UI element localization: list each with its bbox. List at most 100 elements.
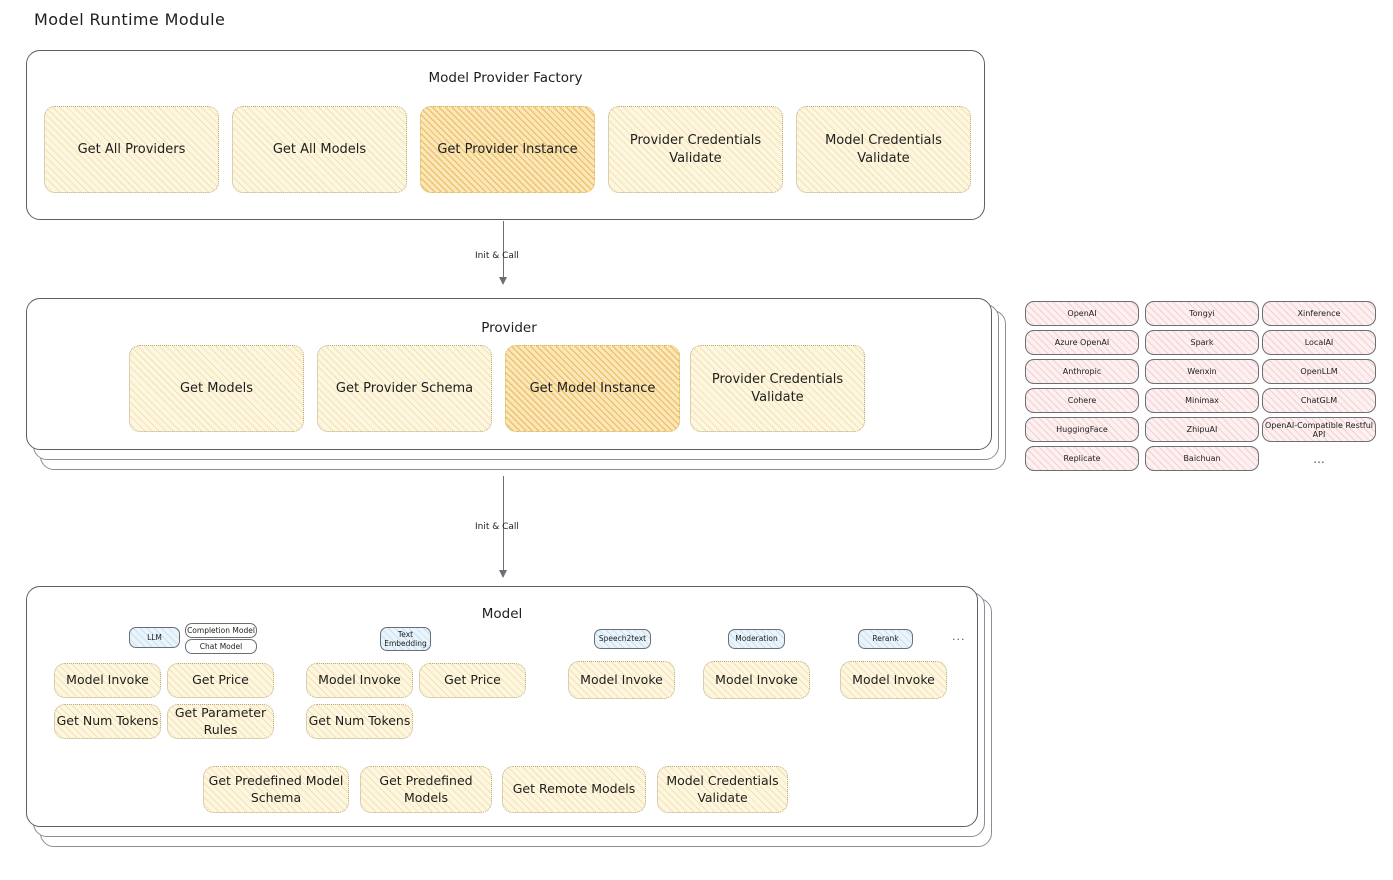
arrow-factory-to-provider-line	[503, 221, 505, 280]
tile-label: Get Provider Schema	[335, 380, 474, 396]
chip-label: Azure OpenAI	[1054, 338, 1110, 347]
model-type-badge-speech2text[interactable]: Speech2text	[594, 629, 651, 649]
provider-chip-xinference[interactable]: Xinference	[1262, 301, 1376, 326]
arrow-factory-to-provider-label: Init & Call	[475, 251, 519, 261]
tile-label: Get All Models	[272, 141, 367, 157]
text-embedding-op-get-price[interactable]: Get Price	[419, 663, 526, 698]
model-common-op-get-remote-models[interactable]: Get Remote Models	[502, 766, 646, 813]
badge-label: Speech2text	[598, 634, 647, 644]
tile-label: Get All Providers	[77, 141, 186, 157]
tile-label: Get Provider Instance	[437, 141, 578, 157]
provider-tile-get-provider-schema[interactable]: Get Provider Schema	[317, 345, 492, 432]
badge-label: Chat Model	[199, 641, 243, 651]
llm-op-get-price[interactable]: Get Price	[167, 663, 274, 698]
tile-label: Model Credentials Validate	[825, 133, 942, 166]
llm-op-get-num-tokens[interactable]: Get Num Tokens	[54, 704, 161, 739]
tile-label: Get Num Tokens	[308, 713, 411, 729]
text-embedding-op-get-num-tokens[interactable]: Get Num Tokens	[306, 704, 413, 739]
chip-label: ZhipuAI	[1186, 425, 1218, 434]
provider-chip-anthropic[interactable]: Anthropic	[1025, 359, 1139, 384]
arrow-provider-to-model-line	[503, 476, 505, 572]
tile-label: Provider Credentials Validate	[711, 372, 844, 405]
provider-tile-provider-credentials-validate[interactable]: Provider Credentials Validate	[690, 345, 865, 432]
model-type-badge-moderation[interactable]: Moderation	[728, 629, 785, 649]
provider-chip-openai-compatible-restful-api[interactable]: OpenAI-Compatible Restful API	[1262, 417, 1376, 442]
tile-label: Get Price	[444, 672, 501, 688]
chip-label: OpenLLM	[1300, 367, 1338, 376]
model-common-op-model-credentials-validate[interactable]: Model Credentials Validate	[657, 766, 788, 813]
chip-label: ChatGLM	[1300, 396, 1338, 405]
model-type-badge-llm[interactable]: LLM	[129, 627, 180, 648]
tile-label: Get Price	[192, 672, 249, 688]
provider-title: Provider	[481, 320, 537, 336]
tile-label: Get Remote Models	[512, 781, 636, 797]
model-types-ellipsis: ...	[952, 630, 966, 643]
chip-label: Tongyi	[1189, 309, 1215, 318]
provider-chip-localai[interactable]: LocalAI	[1262, 330, 1376, 355]
factory-tile-get-provider-instance[interactable]: Get Provider Instance	[420, 106, 595, 193]
provider-tile-get-models[interactable]: Get Models	[129, 345, 304, 432]
tile-label: Model Invoke	[852, 671, 935, 687]
provider-chip-azure-openai[interactable]: Azure OpenAI	[1025, 330, 1139, 355]
provider-chip-replicate[interactable]: Replicate	[1025, 446, 1139, 471]
chip-label: OpenAI	[1067, 309, 1097, 318]
provider-chip-zhipuai[interactable]: ZhipuAI	[1145, 417, 1259, 442]
rerank-op-model-invoke[interactable]: Model Invoke	[840, 661, 947, 699]
provider-chip-chatglm[interactable]: ChatGLM	[1262, 388, 1376, 413]
tile-label: Get Model Instance	[529, 380, 656, 396]
tile-label: Get Parameter Rules	[174, 705, 267, 737]
provider-chip-spark[interactable]: Spark	[1145, 330, 1259, 355]
chip-label: Baichuan	[1183, 454, 1221, 463]
badge-label: LLM	[147, 632, 162, 642]
provider-chip-openllm[interactable]: OpenLLM	[1262, 359, 1376, 384]
badge-label: Moderation	[735, 634, 778, 644]
provider-chip-more-ellipsis: ...	[1262, 449, 1376, 469]
factory-tile-model-credentials-validate[interactable]: Model Credentials Validate	[796, 106, 971, 193]
model-common-op-get-predefined-models[interactable]: Get Predefined Models	[360, 766, 492, 813]
provider-chip-tongyi[interactable]: Tongyi	[1145, 301, 1259, 326]
factory-tile-get-all-providers[interactable]: Get All Providers	[44, 106, 219, 193]
arrow-provider-to-model-head	[499, 570, 507, 578]
chip-label: Wenxin	[1187, 367, 1217, 376]
badge-label: Completion Model	[187, 625, 255, 635]
chip-label: Xinference	[1297, 309, 1341, 318]
factory-tile-get-all-models[interactable]: Get All Models	[232, 106, 407, 193]
tile-label: Provider Credentials Validate	[629, 133, 762, 166]
tile-label: Model Invoke	[580, 671, 663, 687]
chip-label: LocalAI	[1304, 338, 1334, 347]
moderation-op-model-invoke[interactable]: Model Invoke	[703, 661, 810, 699]
chip-label: Minimax	[1185, 396, 1219, 405]
llm-op-model-invoke[interactable]: Model Invoke	[54, 663, 161, 698]
provider-tile-get-model-instance[interactable]: Get Model Instance	[505, 345, 680, 432]
badge-label: Text Embedding	[384, 629, 427, 648]
arrow-factory-to-provider-head	[499, 277, 507, 285]
provider-chip-baichuan[interactable]: Baichuan	[1145, 446, 1259, 471]
provider-chip-cohere[interactable]: Cohere	[1025, 388, 1139, 413]
chip-label: HuggingFace	[1056, 425, 1108, 434]
factory-tile-provider-credentials-validate[interactable]: Provider Credentials Validate	[608, 106, 783, 193]
model-subtype-badge-chat-model[interactable]: Chat Model	[185, 639, 257, 654]
chip-label: Cohere	[1067, 396, 1097, 405]
chip-label: Replicate	[1063, 454, 1101, 463]
provider-chip-huggingface[interactable]: HuggingFace	[1025, 417, 1139, 442]
text-embedding-op-model-invoke[interactable]: Model Invoke	[306, 663, 413, 698]
tile-label: Get Models	[179, 380, 254, 396]
llm-op-get-parameter-rules[interactable]: Get Parameter Rules	[167, 704, 274, 739]
model-type-badge-rerank[interactable]: Rerank	[858, 629, 913, 649]
model-provider-factory-title: Model Provider Factory	[428, 70, 583, 86]
provider-chip-wenxin[interactable]: Wenxin	[1145, 359, 1259, 384]
provider-chip-minimax[interactable]: Minimax	[1145, 388, 1259, 413]
provider-chip-openai[interactable]: OpenAI	[1025, 301, 1139, 326]
model-common-op-get-predefined-model-schema[interactable]: Get Predefined Model Schema	[203, 766, 349, 813]
model-type-badge-text-embedding[interactable]: Text Embedding	[380, 627, 431, 651]
chip-label: Spark	[1190, 338, 1214, 347]
tile-label: Get Predefined Model Schema	[208, 773, 344, 805]
tile-label: Model Credentials Validate	[666, 773, 779, 805]
model-title: Model	[481, 606, 523, 622]
model-subtype-badge-completion-model[interactable]: Completion Model	[185, 623, 257, 638]
tile-label: Model Invoke	[66, 672, 149, 688]
speech2text-op-model-invoke[interactable]: Model Invoke	[568, 661, 675, 699]
tile-label: Model Invoke	[715, 671, 798, 687]
arrow-provider-to-model-label: Init & Call	[475, 522, 519, 532]
